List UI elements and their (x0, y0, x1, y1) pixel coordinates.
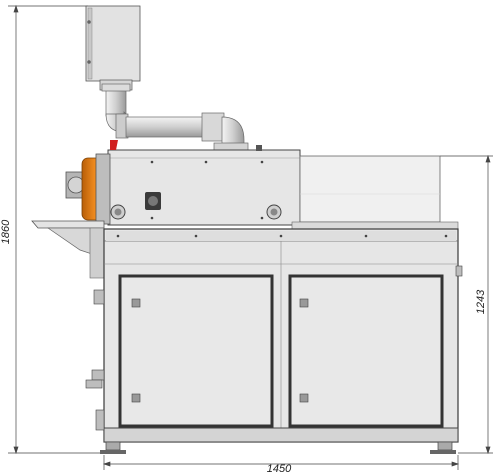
base-frame (100, 427, 459, 454)
dimension-height-body: 1243 (475, 289, 487, 314)
cabinet-door-left[interactable] (118, 274, 274, 428)
exhaust-pipe (101, 83, 249, 152)
control-box (85, 5, 141, 91)
center-control-icon (145, 192, 161, 210)
dimension-width-total: 1450 (267, 463, 292, 475)
upper-housing (107, 140, 459, 230)
cabinet-door-right[interactable] (288, 274, 444, 428)
side-hardware (85, 289, 105, 431)
dimension-lines (8, 4, 493, 470)
side-tray (31, 220, 105, 279)
right-side-hardware (455, 265, 463, 277)
dimension-height-total: 1860 (0, 219, 12, 244)
die-head (65, 153, 111, 225)
knob-left (110, 204, 126, 220)
knob-right (266, 204, 282, 220)
